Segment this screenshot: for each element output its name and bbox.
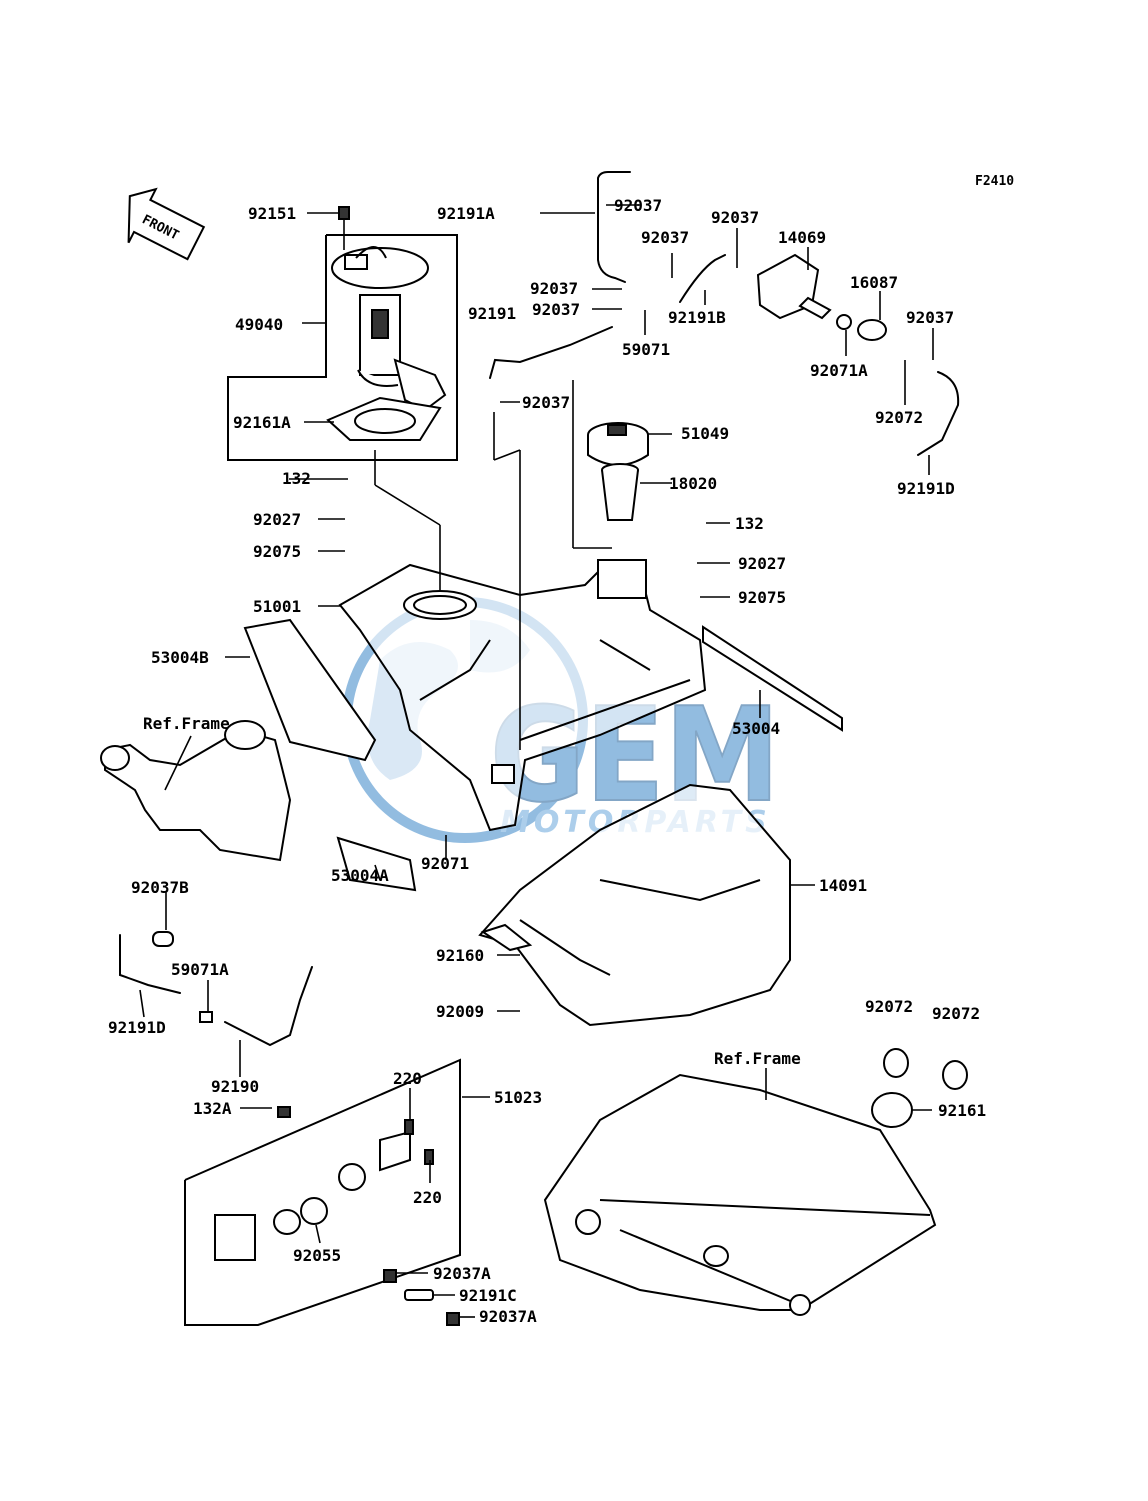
label-51023: 51023 — [494, 1088, 542, 1107]
label-59071a: 59071A — [171, 960, 229, 979]
label-92191: 92191 — [468, 304, 516, 323]
front-arrow-icon: FRONT — [127, 187, 206, 261]
fuel-filter-16087 — [836, 314, 887, 341]
label-92071a: 92071A — [810, 361, 868, 380]
clamp-92072-b — [883, 1048, 909, 1078]
leader-lines — [139, 204, 934, 1318]
label-92037a-upper: 92037A — [433, 1264, 491, 1283]
figure-code: F2410 — [975, 174, 1014, 189]
label-92037-top: 92037 — [614, 196, 662, 215]
label-51049: 51049 — [681, 424, 729, 443]
label-53004: 53004 — [732, 719, 780, 738]
label-92072-upper: 92072 — [875, 408, 923, 427]
part-labels: 92151 49040 92161A 132 92027 92075 51001… — [108, 196, 986, 1326]
label-132a: 132A — [193, 1099, 232, 1118]
label-14091: 14091 — [819, 876, 867, 895]
label-92009: 92009 — [436, 1002, 484, 1021]
label-92072-lower-right: 92072 — [932, 1004, 980, 1023]
label-92037-tank: 92037 — [522, 393, 570, 412]
label-92037-right-top: 92037 — [711, 208, 759, 227]
label-92037b: 92037B — [131, 878, 189, 897]
canister-14069 — [756, 253, 832, 320]
bracket-14091 — [478, 783, 791, 1027]
clamp-92072-c — [942, 1060, 968, 1090]
label-92037-a: 92037 — [530, 279, 578, 298]
label-92161: 92161 — [938, 1101, 986, 1120]
label-92037-b: 92037 — [532, 300, 580, 319]
label-92151: 92151 — [248, 204, 296, 223]
label-92191b: 92191B — [668, 308, 726, 327]
label-92027-left: 92027 — [253, 510, 301, 529]
label-92075-left: 92075 — [253, 542, 301, 561]
label-92191c: 92191C — [459, 1286, 517, 1305]
label-51001: 51001 — [253, 597, 301, 616]
label-132-right: 132 — [735, 514, 764, 533]
label-53004b: 53004B — [151, 648, 209, 667]
label-92027-right: 92027 — [738, 554, 786, 573]
hose-92191d-right — [917, 371, 960, 456]
label-92161a: 92161A — [233, 413, 291, 432]
hose-92191a — [597, 171, 631, 283]
pad-53004a — [336, 836, 417, 892]
filter-18020 — [601, 463, 639, 521]
fuel-cap-51049 — [587, 422, 649, 466]
fuel-cock-51023 — [184, 1058, 461, 1326]
label-92055: 92055 — [293, 1246, 341, 1265]
label-92191d-left: 92191D — [108, 1018, 166, 1037]
label-ref-frame-upper: Ref.Frame — [143, 714, 230, 733]
pad-53004 — [702, 625, 843, 732]
grommet-92161 — [871, 1092, 913, 1128]
label-59071: 59071 — [622, 340, 670, 359]
label-92037-mid: 92037 — [641, 228, 689, 247]
label-220-lower: 220 — [413, 1188, 442, 1207]
label-92037-far-right: 92037 — [906, 308, 954, 327]
fuel-tank-51001 — [338, 559, 707, 832]
label-92190: 92190 — [211, 1077, 259, 1096]
hose-92191 — [489, 326, 613, 379]
ref-frame-upper — [100, 720, 292, 862]
label-14069: 14069 — [778, 228, 826, 247]
bolt-92151 — [338, 206, 350, 220]
label-49040: 49040 — [235, 315, 283, 334]
label-132-upper: 132 — [282, 469, 311, 488]
label-92071: 92071 — [421, 854, 469, 873]
label-92191a: 92191A — [437, 204, 495, 223]
fuel-pump-assembly — [227, 206, 458, 461]
label-ref-frame-lower: Ref.Frame — [714, 1049, 801, 1068]
joint-59071a — [199, 1011, 213, 1023]
label-16087: 16087 — [850, 273, 898, 292]
label-18020: 18020 — [669, 474, 717, 493]
hose-92191d-left — [119, 934, 181, 994]
label-92160: 92160 — [436, 946, 484, 965]
label-92037a-lower: 92037A — [479, 1307, 537, 1326]
hose-92190 — [224, 966, 313, 1047]
ref-frame-lower — [543, 1073, 937, 1316]
hose-92191b — [679, 254, 726, 303]
label-92072-lower-left: 92072 — [865, 997, 913, 1016]
label-53004a: 53004A — [331, 866, 389, 885]
pad-53004b — [243, 618, 377, 762]
label-92075-right: 92075 — [738, 588, 786, 607]
clamp-92037b — [152, 931, 174, 947]
label-220-upper: 220 — [393, 1069, 422, 1088]
label-92191d-right: 92191D — [897, 479, 955, 498]
